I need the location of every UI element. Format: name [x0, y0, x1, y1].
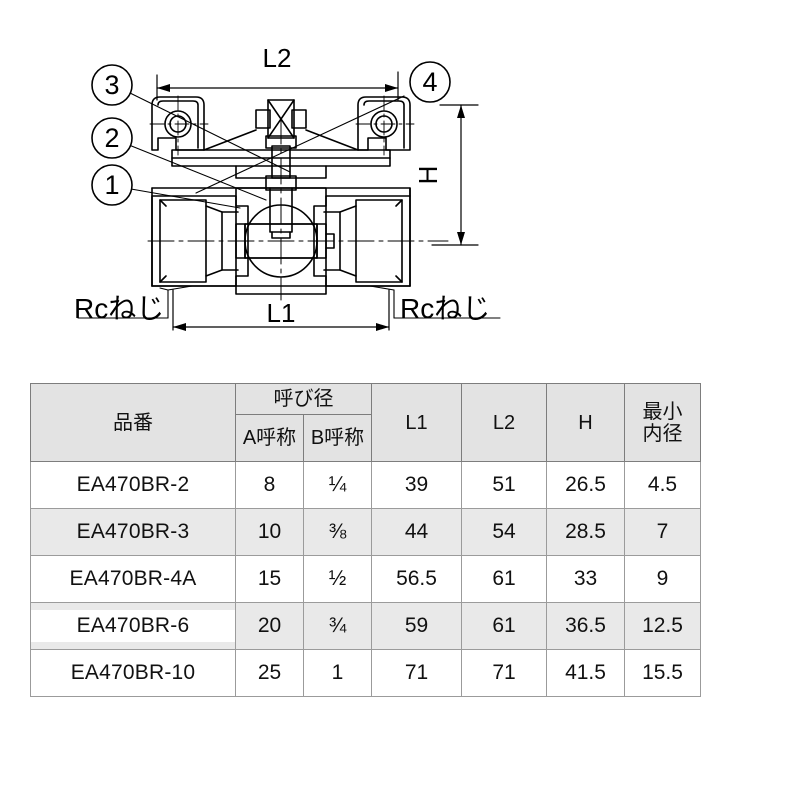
cell-part-number: EA470BR-2	[30, 461, 236, 509]
thread-label-left: Rcねじ	[74, 293, 165, 324]
cell-l2: 61	[461, 602, 547, 650]
cell-min-bore: 15.5	[624, 649, 701, 697]
cell-h: 28.5	[546, 508, 625, 556]
cell-min-bore: 4.5	[624, 461, 701, 509]
cell-nominal-a: 15	[235, 555, 304, 603]
dimension-l2	[156, 71, 399, 101]
valve-technical-drawing: 3 2 1 4 L2 L1 H	[77, 43, 501, 331]
header-nominal-b: B呼称	[303, 414, 372, 462]
mounting-plate	[171, 149, 391, 179]
header-min-bore-line2: 内径	[642, 422, 683, 445]
cell-l2: 61	[461, 555, 547, 603]
header-part-number: 品番	[30, 383, 236, 462]
callout-label-1: 1	[104, 170, 119, 200]
table-header: 品番 呼び径 L1 L2 H 最小 内径 A呼称 B呼称	[30, 383, 701, 462]
cell-h: 26.5	[546, 461, 625, 509]
callout-label-2: 2	[104, 123, 119, 153]
cell-nominal-a: 20	[235, 602, 304, 650]
dimension-label-l1: L1	[267, 298, 296, 328]
thread-label-right: Rcねじ	[400, 293, 491, 324]
cell-nominal-a: 25	[235, 649, 304, 697]
cell-l1: 59	[371, 602, 462, 650]
cell-min-bore: 12.5	[624, 602, 701, 650]
thread-label-leaders	[77, 285, 501, 319]
cell-min-bore: 9	[624, 555, 701, 603]
port-right-thread	[323, 199, 403, 283]
callout-leaders	[127, 91, 405, 209]
valve-seats	[235, 223, 335, 259]
cell-nominal-b: ¾	[303, 602, 372, 650]
callout-circle-2	[91, 117, 133, 159]
cell-h: 41.5	[546, 649, 625, 697]
header-nominal-a: A呼称	[235, 414, 304, 462]
callout-circle-3	[91, 64, 133, 106]
cell-l1: 39	[371, 461, 462, 509]
cell-l1: 56.5	[371, 555, 462, 603]
dimension-label-h: H	[413, 166, 443, 185]
cell-part-number: EA470BR-10	[30, 649, 236, 697]
cell-h: 36.5	[546, 602, 625, 650]
cell-l2: 71	[461, 649, 547, 697]
cell-nominal-a: 10	[235, 508, 304, 556]
cell-l2: 54	[461, 508, 547, 556]
cell-l1: 44	[371, 508, 462, 556]
callout-label-4: 4	[422, 67, 437, 97]
cell-nominal-b: ½	[303, 555, 372, 603]
cell-l1: 71	[371, 649, 462, 697]
cell-part-number: EA470BR-4A	[30, 555, 236, 603]
dimension-h	[431, 104, 479, 246]
header-min-bore: 最小 内径	[624, 383, 701, 462]
cell-nominal-b: 1	[303, 649, 372, 697]
cell-part-number: EA470BR-6	[30, 602, 236, 650]
dimension-l1	[172, 289, 390, 331]
callout-balloons	[91, 61, 451, 206]
header-nominal-diameter-group: 呼び径	[235, 383, 372, 415]
callout-circle-4	[409, 61, 451, 103]
cell-nominal-a: 8	[235, 461, 304, 509]
header-l1: L1	[371, 383, 462, 462]
dimension-label-l2: L2	[263, 43, 292, 73]
cell-part-number: EA470BR-3	[30, 508, 236, 556]
callout-label-3: 3	[104, 70, 119, 100]
handle-arms	[203, 129, 359, 151]
valve-body	[151, 187, 411, 295]
cell-l2: 51	[461, 461, 547, 509]
header-l2: L2	[461, 383, 547, 462]
cell-min-bore: 7	[624, 508, 701, 556]
header-min-bore-line1: 最小	[642, 400, 683, 423]
bracket-right	[355, 95, 415, 156]
header-h: H	[546, 383, 625, 462]
bracket-left	[149, 95, 209, 156]
cell-nominal-b: ¼	[303, 461, 372, 509]
cell-nominal-b: ⅜	[303, 508, 372, 556]
callout-circle-1	[91, 164, 133, 206]
cell-h: 33	[546, 555, 625, 603]
port-left-thread	[159, 199, 239, 283]
